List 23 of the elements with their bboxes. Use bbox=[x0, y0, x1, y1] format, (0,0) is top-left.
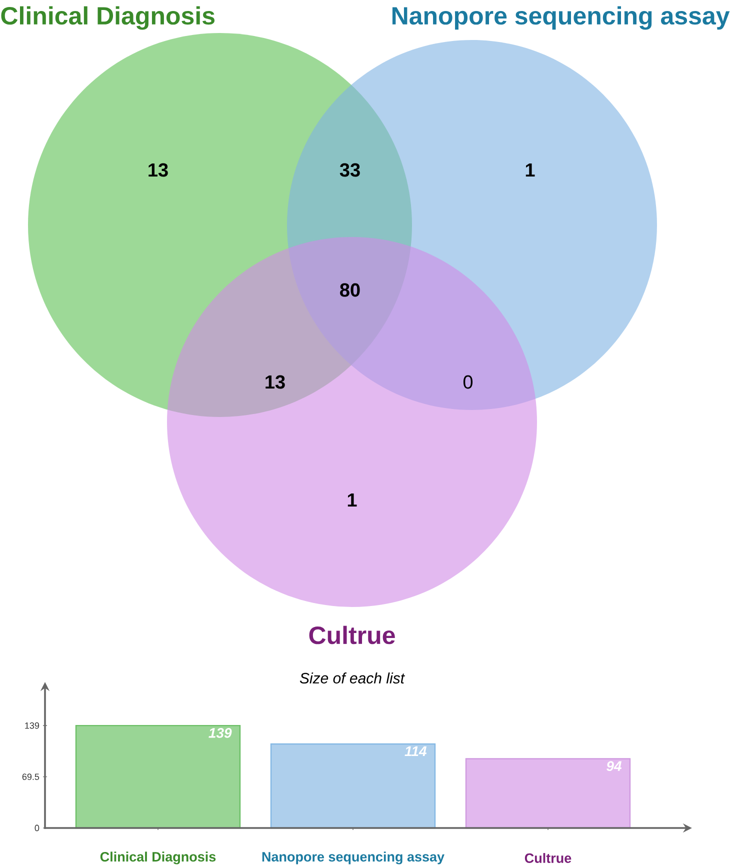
chart-title: Size of each list bbox=[300, 672, 406, 684]
y-tick-label: 139 bbox=[25, 722, 40, 729]
region-count: 1 bbox=[348, 493, 357, 507]
region-count: 1 bbox=[526, 163, 535, 177]
bar bbox=[75, 724, 241, 829]
set-title: Nanopore sequencing assay bbox=[392, 6, 730, 30]
region-count: 80 bbox=[340, 283, 360, 297]
bar bbox=[465, 758, 631, 829]
category-label: Clinical Diagnosis bbox=[100, 852, 216, 864]
set-title: Cultrue bbox=[309, 626, 395, 644]
category-label: Nanopore sequencing assay bbox=[262, 852, 444, 864]
y-tick-label: 69.5 bbox=[22, 774, 40, 780]
category-label: Cultrue bbox=[524, 853, 572, 863]
region-count: 0 bbox=[463, 375, 473, 389]
bar bbox=[270, 743, 436, 829]
region-count: 13 bbox=[148, 163, 168, 177]
data-label: 139 bbox=[208, 728, 232, 738]
data-label: 94 bbox=[606, 761, 622, 772]
set-title: Clinical Diagnosis bbox=[1, 6, 214, 30]
region-count: 13 bbox=[266, 375, 285, 389]
y-tick-label: 0 bbox=[34, 824, 40, 832]
region-count: 33 bbox=[340, 163, 360, 177]
data-label: 114 bbox=[404, 746, 427, 756]
